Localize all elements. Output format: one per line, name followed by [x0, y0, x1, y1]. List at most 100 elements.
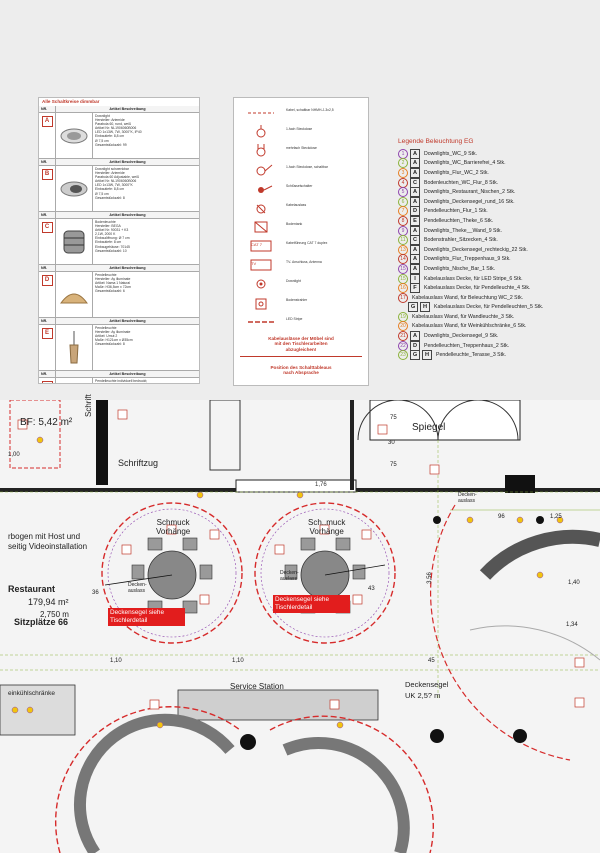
- symbol-label: mehrfach Steckdose: [286, 146, 317, 150]
- legend-circuit-number: 7: [398, 206, 408, 217]
- legend-circuit-number: 11: [398, 235, 408, 246]
- legend-circuit-number: 5: [398, 187, 408, 198]
- fixture-line: Hersteller: BEGA: [95, 224, 121, 229]
- legend-fixture-letter: A: [410, 187, 420, 198]
- schriftzug-label: Schriftzug: [118, 458, 159, 468]
- fixture-line: Hersteller: Ay illuminate: [95, 277, 131, 282]
- dimension-value: 75: [390, 462, 397, 468]
- col-desc: Artikel Beschreibung: [109, 160, 146, 164]
- curved-bench: [73, 713, 235, 853]
- col-desc: Artikel Beschreibung: [109, 372, 146, 376]
- fixture-line: Ø 7,5 cm: [95, 138, 109, 143]
- tag-line: Tischlerdetail: [110, 616, 148, 624]
- col-nr: NR.: [39, 212, 56, 218]
- floor-spot-icon: [255, 298, 267, 310]
- fixture-letter: C: [41, 222, 53, 233]
- dimension-value: 96: [498, 514, 505, 520]
- legend-fixture-letter: A: [410, 167, 420, 178]
- schmuck-label-1: Schmuck Vorhänge: [156, 518, 190, 536]
- downlight-dots: [11, 436, 564, 729]
- legend-circuit-number: 4: [398, 177, 408, 188]
- legend-circuit-number: 16: [398, 283, 408, 294]
- symbol-row: Schlüsselschalter: [234, 182, 368, 198]
- legend-fixture-letter: A: [410, 331, 420, 342]
- wall: [350, 400, 354, 490]
- switchboard-note-line: nach Absprache: [283, 370, 319, 376]
- fixture-line: Artikel: Nama 1 Natural: [95, 281, 131, 286]
- legend-label: Kabelauslass Decke, für LED Stripe_6 Stk…: [424, 275, 523, 282]
- furniture-note-line: abzugleichen!: [285, 346, 317, 352]
- legend-fixture-letter: D: [410, 340, 420, 351]
- column: [505, 475, 535, 493]
- wall: [235, 479, 357, 493]
- ceiling-sail-inner: [260, 508, 390, 638]
- col-desc: Artikel Beschreibung: [109, 266, 146, 270]
- fixture-line: Maße: H121cm x Ø35cm: [95, 338, 133, 343]
- socket-switched-icon: [256, 164, 273, 176]
- legend-circuit-number: 3: [398, 167, 408, 178]
- spiegel-label: Spiegel: [412, 422, 446, 433]
- fixture-line: Einbauöffnung: Ø 7 cm: [95, 236, 130, 241]
- fixture-line: Einbautiefe: 8,8 cm: [95, 187, 125, 192]
- tag-line: Deckensegel siehe: [275, 596, 329, 603]
- column: [433, 516, 441, 524]
- legend-circuit-number: 23: [398, 350, 408, 361]
- symbol-row: Bodenstrahler: [234, 296, 368, 312]
- floor-box-icon: [254, 221, 268, 233]
- symbol-label: Schlüsselschalter: [286, 184, 313, 188]
- schmuck-line: Vorhänge: [309, 527, 344, 536]
- col-nr: NR.: [39, 371, 56, 377]
- col-nr: NR.: [39, 318, 56, 324]
- dimension-value: 1,25: [550, 514, 562, 520]
- column: [240, 734, 256, 750]
- dimension-value: 3,56: [426, 572, 433, 584]
- switchboard-note-line: Position des Schalttableaus: [270, 365, 332, 370]
- fixture-subhead: NR.Artikel Beschreibung: [39, 265, 199, 272]
- outlet-line: auslass: [128, 588, 145, 594]
- legend-circuit-number: 20: [398, 321, 408, 332]
- fixture-letter-cell: A: [39, 113, 56, 158]
- legend-fixture-letter: G: [410, 350, 420, 361]
- fixture-line: Parabola 60, rund, weiß: [95, 122, 131, 127]
- fixture-letter-cell: B: [39, 166, 56, 211]
- tag-line: Tischlerdetail: [275, 603, 313, 611]
- fixture-line: Gesamtstückzahl: 8: [95, 342, 125, 347]
- service-station-label: Service Station: [230, 682, 284, 691]
- key-switch-icon: [258, 185, 273, 193]
- switchboard-note: Position des Schalttableaus nach Absprac…: [234, 365, 368, 376]
- seats-label: Sitzplätze 66: [14, 617, 69, 627]
- fixture-line: Gesamtstückzahl: 6: [95, 289, 125, 294]
- symbol-row: mehrfach Steckdose: [234, 144, 368, 160]
- fixture-line: Pendelleuchte individuell bedruckt;: [95, 379, 148, 383]
- fixture-line: Hersteller: Artemide: [95, 118, 125, 123]
- fixture-markers: [17, 409, 585, 710]
- restaurant-label: Restaurant: [8, 584, 56, 594]
- col-nr: NR.: [39, 159, 56, 165]
- ceiling-sail-dashed: [430, 504, 571, 761]
- leader-line: [104, 574, 173, 586]
- legend-label: Bodenleuchten_WC_Flur_8 Stk.: [424, 179, 499, 186]
- dimension-value: 1,10: [232, 658, 244, 664]
- fixture-line: Hersteller: Ay illuminate: [95, 330, 131, 335]
- fixture-line: Downlight schwenkbar: [95, 167, 129, 171]
- fixture-line: Gesamtstückzahl: 99: [95, 142, 127, 147]
- legend-circuit-number: 6: [398, 196, 408, 207]
- legend-fixture-letter: A: [410, 263, 420, 274]
- symbol-code: TV: [251, 261, 257, 266]
- fixture-letter: A: [41, 116, 53, 127]
- ceiling-sail-dashed: [101, 502, 243, 644]
